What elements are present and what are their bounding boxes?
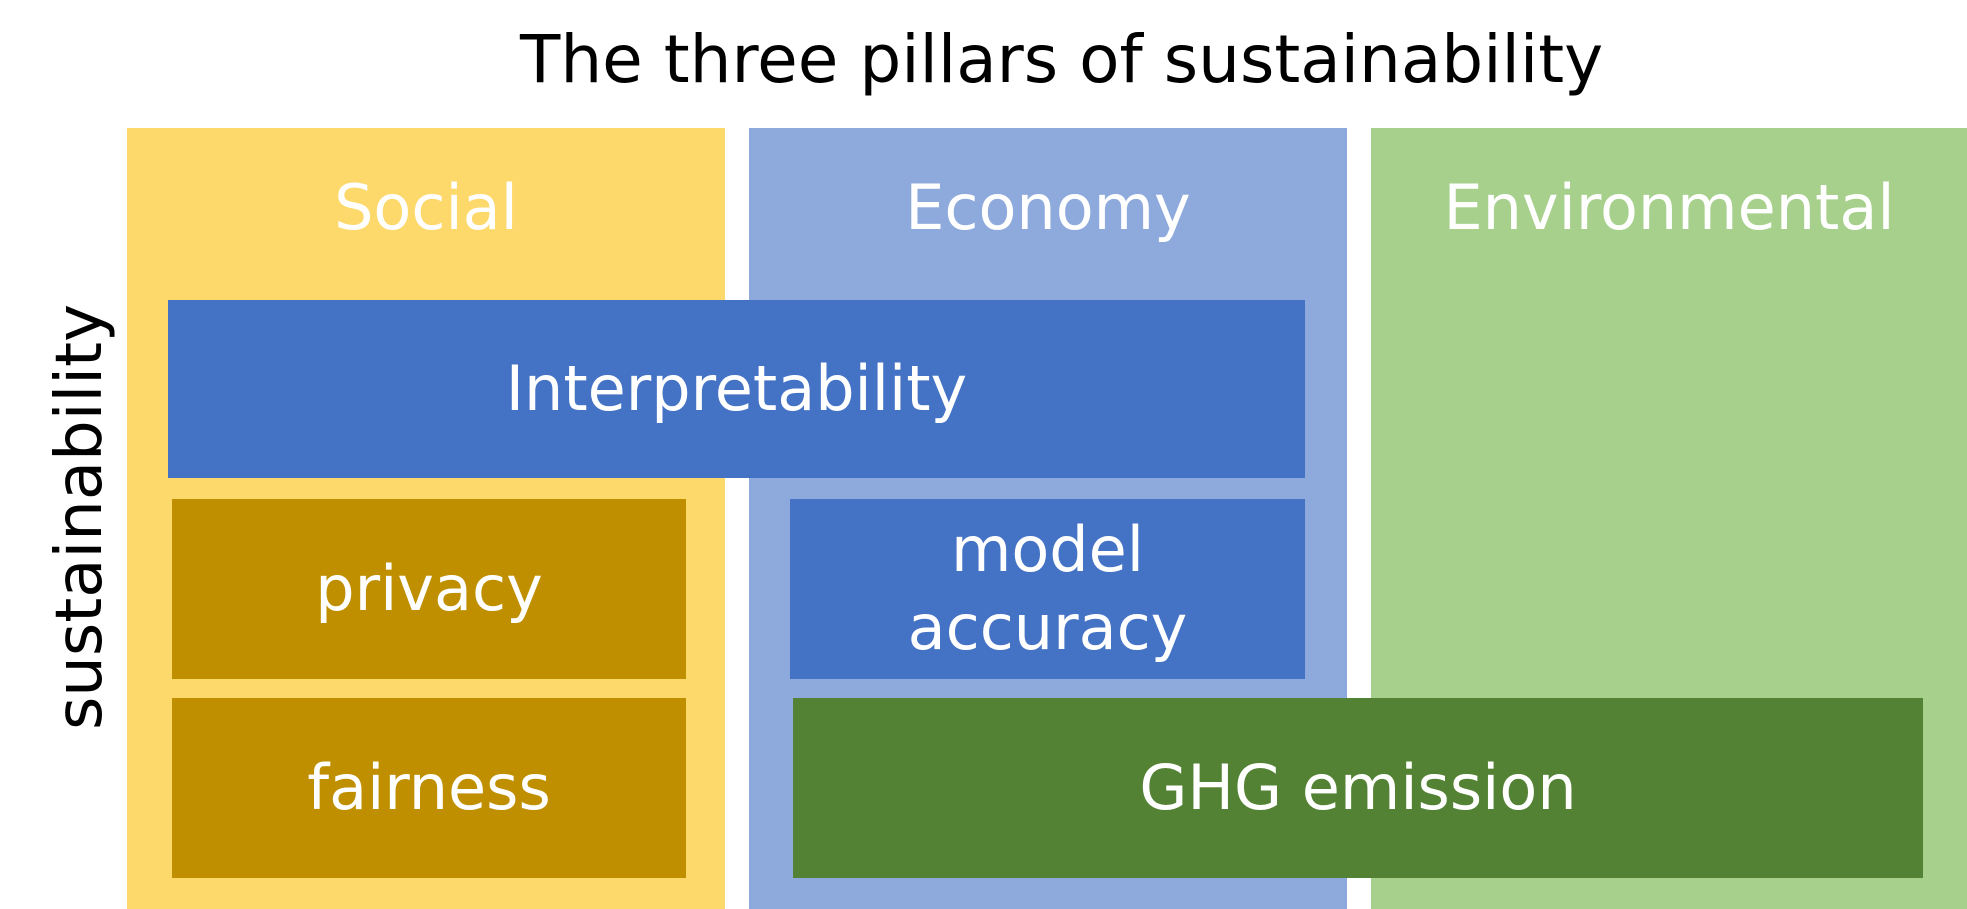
diagram-title: The three pillars of sustainability — [520, 21, 1604, 98]
metric-ghg-emission-label: GHG emission — [1139, 751, 1577, 824]
metric-model-accuracy-line1: model — [950, 513, 1145, 586]
metric-model-accuracy-line2: accuracy — [907, 591, 1188, 664]
pillar-economy-label: Economy — [905, 171, 1191, 244]
metric-fairness: fairness — [172, 698, 686, 878]
metric-fairness-label: fairness — [307, 751, 551, 824]
metric-interpretability-label: Interpretability — [505, 352, 968, 425]
axis-label: sustainability metrics — [43, 303, 207, 731]
pillar-social-label: Social — [334, 171, 518, 244]
metric-privacy-label: privacy — [315, 552, 543, 625]
pillar-environmental-label: Environmental — [1443, 171, 1895, 244]
metric-interpretability: Interpretability — [168, 300, 1305, 478]
metric-ghg-emission: GHG emission — [793, 698, 1923, 878]
metric-privacy: privacy — [172, 499, 686, 679]
metric-model-accuracy: model accuracy — [790, 499, 1305, 679]
